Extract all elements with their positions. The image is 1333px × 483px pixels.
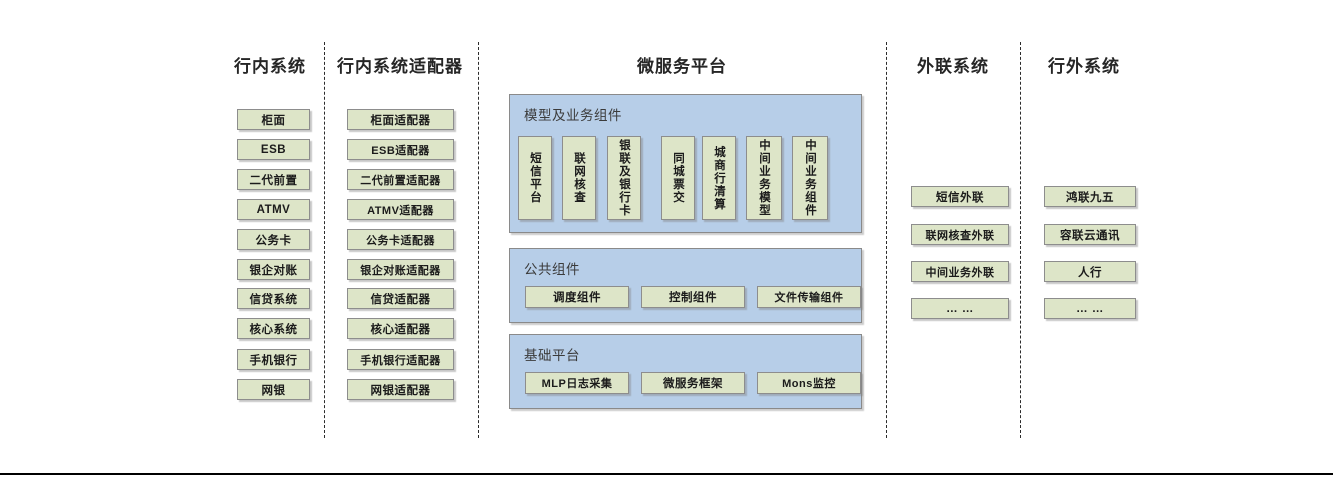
node-model-and-business-components-6[interactable]: 中间业务模型 xyxy=(746,136,782,220)
column-title-in-bank-systems: 行内系统 xyxy=(234,57,306,76)
node-out-of-bank-systems-1[interactable]: 鸿联九五 xyxy=(1044,186,1136,207)
node-external-link-systems-1[interactable]: 短信外联 xyxy=(911,186,1009,207)
node-external-link-systems-3[interactable]: 中间业务外联 xyxy=(911,261,1009,282)
node-out-of-bank-systems-2[interactable]: 容联云通讯 xyxy=(1044,224,1136,245)
panel-label-base-platform: 基础平台 xyxy=(524,348,580,363)
node-in-bank-adapters-1[interactable]: 柜面适配器 xyxy=(347,109,454,130)
panel-label-public-components: 公共组件 xyxy=(524,262,580,277)
node-base-platform-3[interactable]: Mons监控 xyxy=(757,372,861,394)
node-in-bank-systems-7[interactable]: 信贷系统 xyxy=(237,288,310,309)
node-base-platform-2[interactable]: 微服务框架 xyxy=(641,372,745,394)
node-in-bank-adapters-6[interactable]: 银企对账适配器 xyxy=(347,259,454,280)
panel-public-components: 公共组件 xyxy=(509,248,862,323)
page-bottom-rule xyxy=(0,473,1333,475)
node-in-bank-systems-8[interactable]: 核心系统 xyxy=(237,318,310,339)
node-public-components-3[interactable]: 文件传输组件 xyxy=(757,286,861,308)
node-in-bank-systems-5[interactable]: 公务卡 xyxy=(237,229,310,250)
node-in-bank-systems-4[interactable]: ATMV xyxy=(237,199,310,220)
node-in-bank-adapters-4[interactable]: ATMV适配器 xyxy=(347,199,454,220)
column-title-external-link-systems: 外联系统 xyxy=(917,57,989,76)
column-divider-3 xyxy=(886,42,887,438)
node-model-and-business-components-3[interactable]: 银联及银行卡 xyxy=(607,136,641,220)
column-title-out-of-bank-systems: 行外系统 xyxy=(1048,57,1120,76)
node-in-bank-systems-10[interactable]: 网银 xyxy=(237,379,310,400)
node-in-bank-systems-2[interactable]: ESB xyxy=(237,139,310,160)
column-divider-1 xyxy=(324,42,325,438)
node-in-bank-adapters-8[interactable]: 核心适配器 xyxy=(347,318,454,339)
column-divider-4 xyxy=(1020,42,1021,438)
panel-base-platform: 基础平台 xyxy=(509,334,862,409)
node-model-and-business-components-7[interactable]: 中间业务组件 xyxy=(792,136,828,220)
node-in-bank-adapters-2[interactable]: ESB适配器 xyxy=(347,139,454,160)
node-external-link-systems-2[interactable]: 联网核查外联 xyxy=(911,224,1009,245)
node-public-components-2[interactable]: 控制组件 xyxy=(641,286,745,308)
node-out-of-bank-systems-3[interactable]: 人行 xyxy=(1044,261,1136,282)
node-in-bank-systems-3[interactable]: 二代前置 xyxy=(237,169,310,190)
node-in-bank-adapters-7[interactable]: 信贷适配器 xyxy=(347,288,454,309)
node-model-and-business-components-1[interactable]: 短信平台 xyxy=(518,136,552,220)
node-external-link-systems-4[interactable]: … … xyxy=(911,298,1009,319)
column-divider-2 xyxy=(478,42,479,438)
panel-label-model-and-business-components: 模型及业务组件 xyxy=(524,108,622,123)
node-in-bank-adapters-9[interactable]: 手机银行适配器 xyxy=(347,349,454,370)
node-in-bank-systems-1[interactable]: 柜面 xyxy=(237,109,310,130)
node-in-bank-adapters-10[interactable]: 网银适配器 xyxy=(347,379,454,400)
node-in-bank-adapters-5[interactable]: 公务卡适配器 xyxy=(347,229,454,250)
node-model-and-business-components-5[interactable]: 城商行清算 xyxy=(702,136,736,220)
node-base-platform-1[interactable]: MLP日志采集 xyxy=(525,372,629,394)
node-public-components-1[interactable]: 调度组件 xyxy=(525,286,629,308)
node-in-bank-systems-6[interactable]: 银企对账 xyxy=(237,259,310,280)
node-out-of-bank-systems-4[interactable]: … … xyxy=(1044,298,1136,319)
node-model-and-business-components-2[interactable]: 联网核查 xyxy=(562,136,596,220)
column-title-microservice-platform: 微服务平台 xyxy=(637,57,727,76)
node-in-bank-systems-9[interactable]: 手机银行 xyxy=(237,349,310,370)
node-in-bank-adapters-3[interactable]: 二代前置适配器 xyxy=(347,169,454,190)
column-title-in-bank-adapters: 行内系统适配器 xyxy=(337,57,463,76)
node-model-and-business-components-4[interactable]: 同城票交 xyxy=(661,136,695,220)
